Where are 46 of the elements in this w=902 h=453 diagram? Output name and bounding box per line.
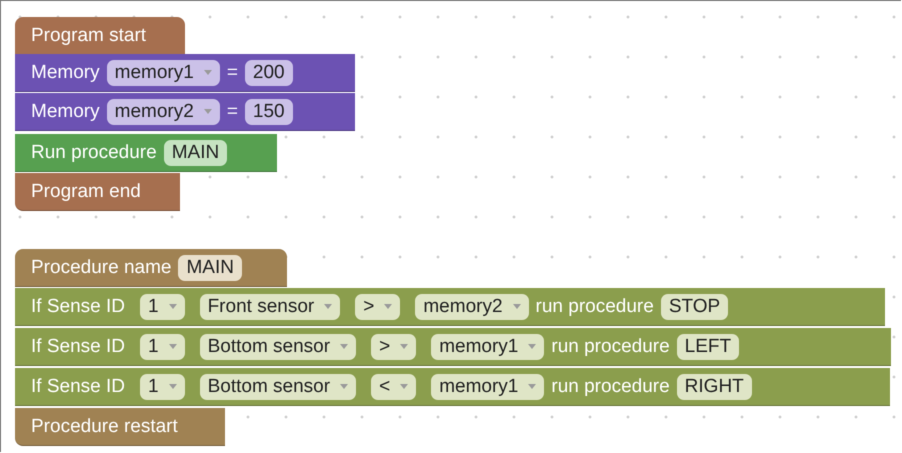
block-label: If Sense ID [31,296,125,318]
dropdown-field: > [371,334,416,360]
value-field: MAIN [178,254,242,280]
block-label: = [226,62,238,84]
dropdown-field: 1 [140,374,185,400]
code-block [15,368,890,406]
value-field: RIGHT [676,374,752,400]
code-block [15,288,885,326]
code-block [15,408,225,446]
block-label: Memory [31,62,100,84]
dropdown-field: memory1 [431,334,544,360]
dropdown-field: memory2 [415,294,529,320]
block-label: Memory [31,100,100,122]
block-label: Program start [31,24,146,46]
value-field: STOP [660,294,728,320]
dropdown-field: Bottom sensor [200,334,356,360]
code-block [15,249,287,287]
dropdown-field: < [371,374,416,400]
block-label: run procedure [536,296,654,318]
code-block [15,17,185,55]
block-label: Procedure name [31,256,172,278]
block-label: If Sense ID [31,336,125,358]
block-label: Run procedure [31,142,157,164]
block-label: Procedure restart [31,416,178,438]
dropdown-field: memory1 [106,60,220,86]
dropdown-field: 1 [140,334,185,360]
dropdown-field: memory2 [106,98,220,124]
value-field: 150 [244,98,293,124]
block-label: = [226,100,238,122]
dropdown-field: Front sensor [200,294,340,320]
dropdown-field: Bottom sensor [200,374,356,400]
dropdown-field: 1 [140,294,185,320]
code-block [15,93,355,131]
block-label: run procedure [551,336,670,358]
block-label: Program end [31,180,141,202]
dropdown-field: > [355,294,400,320]
code-block [15,54,355,92]
value-field: MAIN [164,140,228,166]
code-block [15,134,277,172]
code-block [15,173,180,211]
value-field: 200 [244,60,293,86]
block-label: run procedure [551,376,670,398]
value-field: LEFT [676,334,740,360]
block-label: If Sense ID [31,376,125,398]
dropdown-field: memory1 [431,374,544,400]
code-block [15,328,891,366]
